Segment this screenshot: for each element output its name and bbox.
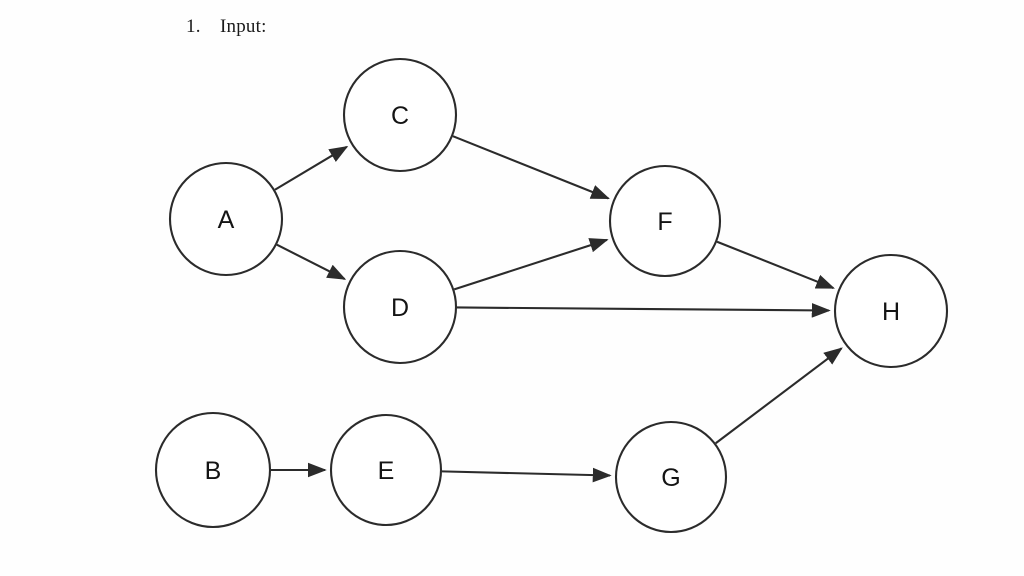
page-title: 1. Input:	[186, 16, 267, 38]
graph-edge-d-to-h	[456, 303, 831, 318]
graph-edge-c-to-f	[452, 135, 610, 200]
graph-nodes: A B C D E F G H	[154, 57, 949, 534]
graph-edges	[271, 135, 843, 483]
node-circle-g[interactable]	[614, 420, 728, 534]
node-circle-e[interactable]	[329, 413, 443, 527]
graph-node-f[interactable]: F	[608, 164, 722, 278]
graph-node-g[interactable]: G	[614, 420, 728, 534]
graph-edge-a-to-d	[276, 243, 347, 280]
graph-edge-a-to-c	[274, 145, 349, 191]
list-marker: 1.	[186, 16, 201, 37]
node-circle-a[interactable]	[168, 161, 284, 277]
graph-edge-g-to-h	[715, 347, 843, 445]
node-label-c: C	[391, 102, 409, 130]
node-label-f: F	[657, 208, 672, 236]
node-circle-d[interactable]	[342, 249, 458, 365]
graph-node-a[interactable]: A	[168, 161, 284, 277]
node-label-d: D	[391, 294, 409, 322]
graph-edge-e-to-g	[441, 467, 612, 483]
graph-edge-f-to-h	[716, 240, 835, 290]
graph-node-e[interactable]: E	[329, 413, 443, 527]
node-circle-f[interactable]	[608, 164, 722, 278]
node-label-h: H	[882, 298, 900, 326]
graph-node-c[interactable]: C	[342, 57, 458, 173]
graph-node-d[interactable]: D	[342, 249, 458, 365]
graph-node-h[interactable]: H	[833, 253, 949, 369]
node-label-e: E	[378, 457, 395, 485]
page-title-label: Input:	[220, 16, 267, 37]
node-circle-b[interactable]	[154, 411, 272, 529]
node-label-g: G	[661, 464, 680, 492]
node-label-a: A	[218, 206, 235, 234]
node-circle-h[interactable]	[833, 253, 949, 369]
graph-edge-d-to-f	[453, 238, 609, 291]
node-circle-c[interactable]	[342, 57, 458, 173]
graph-node-b[interactable]: B	[154, 411, 272, 529]
node-label-b: B	[205, 457, 222, 485]
